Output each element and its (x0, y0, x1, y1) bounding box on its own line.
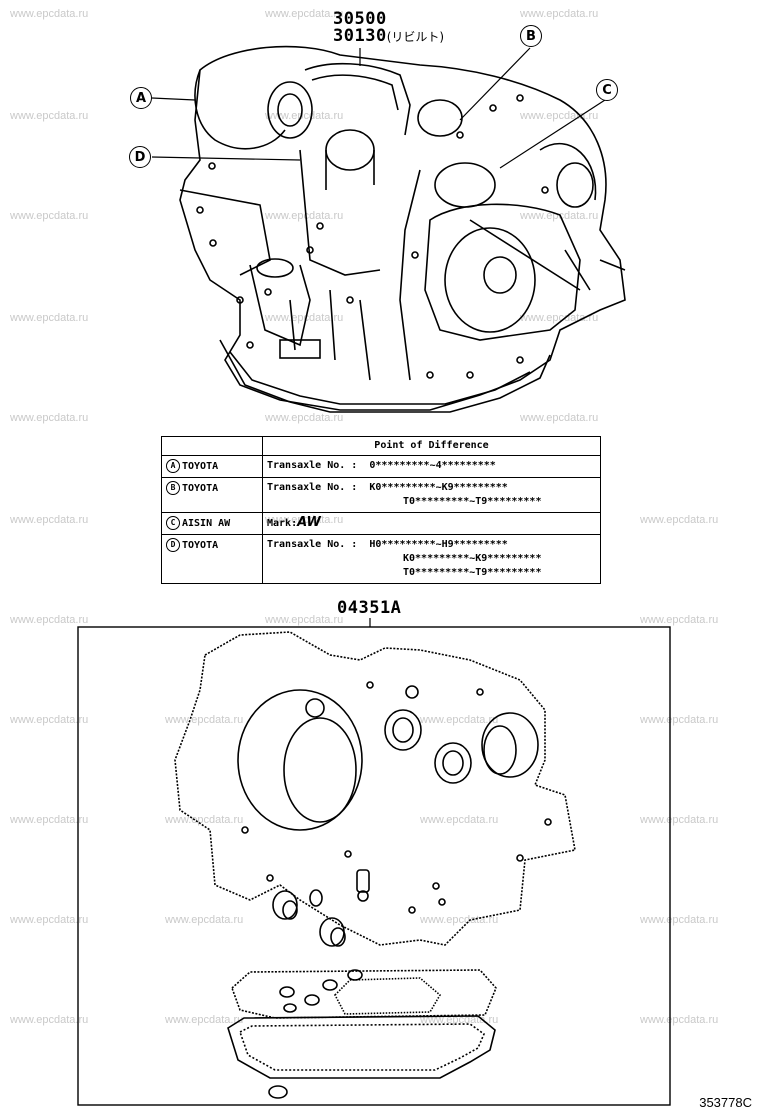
callout-c: C (596, 79, 618, 101)
watermark: www.epcdata.ru (165, 714, 244, 726)
difference-cell: Mark:AW (262, 512, 601, 535)
watermark: www.epcdata.ru (640, 1014, 719, 1026)
difference-label: Mark: (267, 518, 298, 529)
watermark: www.epcdata.ru (265, 412, 344, 424)
callout-b: B (520, 25, 542, 47)
row-letter: D (166, 538, 180, 552)
difference-label: Transaxle No. : (267, 460, 358, 471)
difference-line: T0*********~T9********* (267, 495, 596, 509)
watermark: www.epcdata.ru (165, 814, 244, 826)
difference-value: T0*********~T9********* (403, 496, 542, 507)
watermark: www.epcdata.ru (10, 614, 89, 626)
maker-name: TOYOTA (182, 483, 219, 494)
difference-value: H0*********~H9********* (369, 539, 508, 550)
difference-cell: Transaxle No. : 0*********~4********* (262, 455, 601, 478)
watermark: www.epcdata.ru (10, 110, 89, 122)
watermark: www.epcdata.ru (165, 914, 244, 926)
difference-value: K0*********~K9********* (369, 482, 508, 493)
maker-name: AISIN AW (182, 518, 231, 529)
difference-cell: Transaxle No. : H0*********~H9********* … (262, 534, 601, 584)
figure-id: 353778C (699, 1095, 752, 1110)
watermark: www.epcdata.ru (10, 8, 89, 20)
watermark: www.epcdata.ru (265, 210, 344, 222)
watermark: www.epcdata.ru (10, 312, 89, 324)
maker-name: TOYOTA (182, 461, 219, 472)
watermark: www.epcdata.ru (10, 814, 89, 826)
difference-line: Transaxle No. : 0*********~4********* (267, 459, 596, 473)
watermark: www.epcdata.ru (640, 714, 719, 726)
watermark: www.epcdata.ru (640, 614, 719, 626)
watermark: www.epcdata.ru (520, 412, 599, 424)
watermark: www.epcdata.ru (265, 110, 344, 122)
watermark: www.epcdata.ru (520, 210, 599, 222)
watermark: www.epcdata.ru (520, 110, 599, 122)
watermark: www.epcdata.ru (10, 1014, 89, 1026)
difference-line: K0*********~K9********* (267, 552, 596, 566)
maker-name: TOYOTA (182, 540, 219, 551)
watermark: www.epcdata.ru (165, 1014, 244, 1026)
difference-value: 0*********~4********* (369, 460, 496, 471)
transaxle-assembly-drawing (151, 45, 626, 413)
callout-a: A (130, 87, 152, 109)
difference-line: Mark:AW (267, 516, 596, 531)
table-header-row: Point of Difference (161, 436, 601, 456)
row-letter: B (166, 481, 180, 495)
watermark: www.epcdata.ru (265, 312, 344, 324)
difference-label: Transaxle No. : (267, 539, 358, 550)
part-number-rebuilt-line: 30130(リビルト) (333, 26, 444, 46)
gasket-kit-drawing (77, 618, 671, 1106)
watermark: www.epcdata.ru (10, 914, 89, 926)
callout-d: D (129, 146, 151, 168)
part-number-rebuilt: 30130 (333, 26, 387, 46)
difference-label: Transaxle No. : (267, 482, 358, 493)
watermark: www.epcdata.ru (265, 8, 344, 20)
watermark: www.epcdata.ru (640, 814, 719, 826)
watermark: www.epcdata.ru (420, 814, 499, 826)
watermark: www.epcdata.ru (640, 914, 719, 926)
watermark: www.epcdata.ru (640, 514, 719, 526)
watermark: www.epcdata.ru (520, 8, 599, 20)
table-header-title: Point of Difference (262, 436, 601, 456)
watermark: www.epcdata.ru (10, 412, 89, 424)
difference-value: T0*********~T9********* (403, 567, 542, 578)
difference-value: K0*********~K9********* (403, 553, 542, 564)
rebuilt-note: (リビルト) (386, 30, 445, 44)
watermark: www.epcdata.ru (420, 714, 499, 726)
watermark: www.epcdata.ru (10, 210, 89, 222)
aisin-mark: AW (297, 515, 321, 530)
watermark: www.epcdata.ru (265, 614, 344, 626)
watermark: www.epcdata.ru (10, 514, 89, 526)
difference-cell: Transaxle No. : K0*********~K9********* … (262, 477, 601, 513)
table-header-blank (161, 436, 263, 456)
difference-line: Transaxle No. : H0*********~H9********* (267, 538, 596, 552)
row-letter: C (166, 516, 180, 530)
difference-line: Transaxle No. : K0*********~K9********* (267, 481, 596, 495)
gasket-kit-part-number: 04351A (337, 598, 402, 618)
watermark: www.epcdata.ru (420, 914, 499, 926)
difference-line: T0*********~T9********* (267, 566, 596, 580)
part-number-main: 30500 (333, 9, 387, 29)
row-letter: A (166, 459, 180, 473)
watermark: www.epcdata.ru (10, 714, 89, 726)
